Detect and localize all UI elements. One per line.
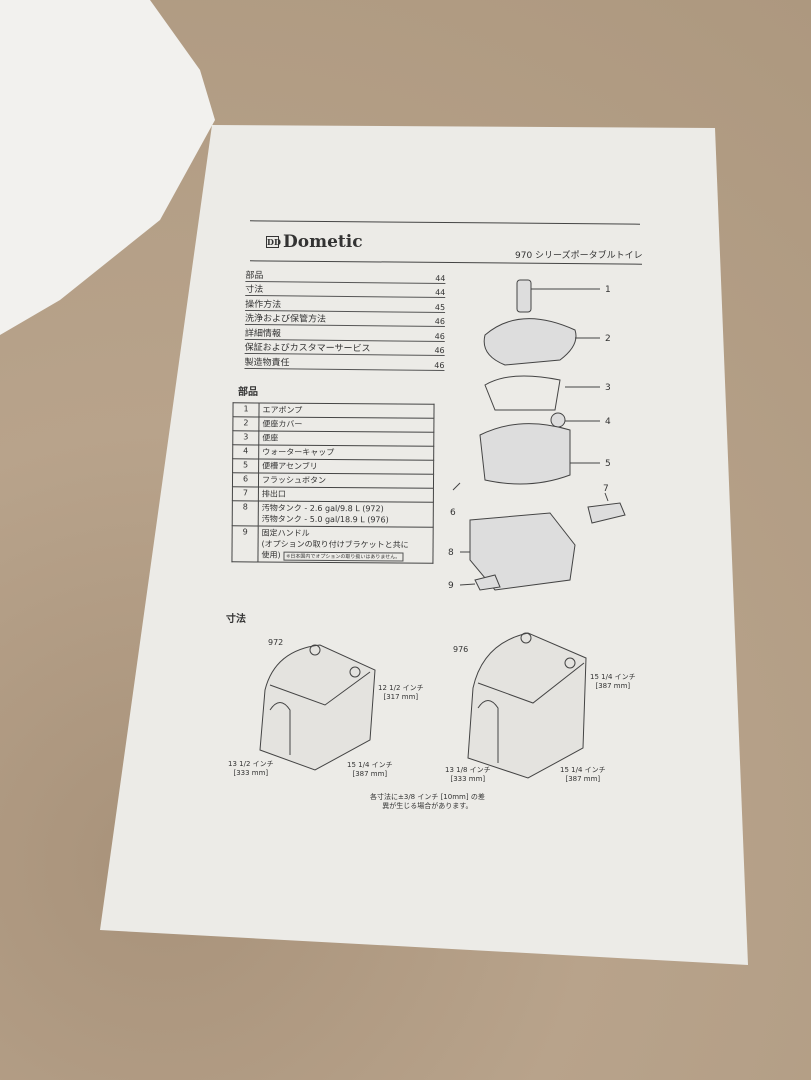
- water-cap-part: [550, 412, 566, 428]
- model-972-illustration: [259, 644, 376, 771]
- part-name: ウォーターキャップ: [262, 447, 335, 458]
- part-name-cell: フラッシュボタン: [258, 472, 434, 489]
- callout-label: 8: [448, 548, 454, 558]
- toc-label: 部品: [245, 270, 264, 281]
- logo-mark-icon: DD: [266, 236, 281, 248]
- waste-tank-part: [469, 512, 576, 591]
- part-number: 1: [232, 402, 260, 417]
- outlet-part: [587, 502, 626, 524]
- toc-label: 寸法: [245, 284, 264, 296]
- part-name: 排出口: [261, 489, 286, 499]
- bowl-assembly-part: [479, 423, 571, 485]
- exploded-parts-diagram: 1 2 3 4 5 6 7 8 9: [448, 279, 626, 591]
- part-name-cell: 便座: [258, 430, 434, 447]
- seat-cover-part: [483, 318, 577, 366]
- part-name-cell: 便槽アセンブリ: [258, 458, 434, 475]
- handle-part: [474, 574, 501, 591]
- toc-label: 操作方法: [245, 299, 282, 310]
- model-972-width: 15 1/4 インチ[387 mm]: [347, 761, 393, 778]
- seat-part: [484, 375, 561, 411]
- callout-label: 3: [605, 383, 611, 393]
- model-976-height: 15 1/4 インチ[387 mm]: [590, 673, 636, 690]
- callout-label: 2: [605, 334, 611, 344]
- dimensions-heading: 寸法: [226, 610, 246, 625]
- callout-label: 6: [450, 508, 456, 518]
- model-972-depth: 13 1/2 インチ[333 mm]: [228, 760, 274, 777]
- air-pump-part: [516, 279, 532, 313]
- part-name-line2: 汚物タンク - 5.0 gal/18.9 L (976): [261, 514, 389, 525]
- callout-label: 1: [605, 285, 611, 295]
- dimensions-heading-text: 寸法: [226, 614, 246, 625]
- part-name: フラッシュボタン: [261, 475, 327, 485]
- toc-label: 詳細情報: [244, 328, 281, 339]
- toc-label: 製造物責任: [244, 357, 290, 368]
- part-name: 便座カバー: [262, 419, 303, 429]
- part-name-cell: 便座カバー: [258, 416, 434, 433]
- parts-heading-text: 部品: [238, 387, 258, 398]
- part-name-cell: エアポンプ: [258, 402, 435, 419]
- part-number: 4: [232, 444, 259, 459]
- callout-label: 7: [603, 484, 609, 494]
- tolerance-note: 各寸法に±3/8 インチ [10mm] の差異が生じる場合があります。: [370, 793, 485, 810]
- parts-heading: 部品: [238, 383, 258, 398]
- callout-label: 5: [605, 459, 611, 469]
- part-name-cell: 固定ハンドル(オプションの取り付けブラケットと共に使用) ※日本国内でオプション…: [257, 525, 434, 564]
- toc-label: 洗浄および保管方法: [244, 313, 327, 325]
- callout-label: 9: [448, 581, 454, 591]
- part-number: 2: [232, 416, 259, 431]
- toc-label: 保証およびカスタマーサービス: [244, 342, 371, 355]
- page-subtitle: 970 シリーズポータブルトイレ: [515, 251, 643, 261]
- part-name: エアポンプ: [262, 405, 303, 415]
- part-number: 9: [231, 525, 259, 562]
- part-number: 5: [232, 458, 259, 473]
- model-976-label: 976: [453, 645, 469, 654]
- model-976-depth: 13 1/8 インチ[333 mm]: [445, 766, 491, 783]
- part-note: ※日本国内でオプションの取り扱いはありません。: [283, 551, 404, 562]
- part-number: 8: [232, 500, 259, 526]
- part-number: 7: [232, 486, 259, 501]
- model-976-width: 15 1/4 インチ[387 mm]: [560, 766, 606, 783]
- model-976-illustration: [467, 632, 587, 779]
- part-number: 3: [232, 430, 259, 445]
- part-number: 6: [232, 472, 259, 487]
- part-name-cell: ウォーターキャップ: [258, 444, 434, 461]
- brand-name: Dometic: [283, 232, 363, 252]
- part-name-line3-text: 使用): [261, 550, 281, 560]
- part-name: 便座: [262, 433, 279, 443]
- part-name-cell: 排出口: [258, 486, 434, 503]
- part-name-line3: 使用) ※日本国内でオプションの取り扱いはありません。: [261, 550, 429, 562]
- part-name: 便槽アセンブリ: [262, 461, 318, 471]
- model-972-label: 972: [268, 638, 284, 647]
- model-972-height: 12 1/2 インチ[317 mm]: [378, 684, 424, 701]
- callout-label: 4: [605, 417, 611, 427]
- part-name-cell: 汚物タンク - 2.6 gal/9.8 L (972)汚物タンク - 5.0 g…: [258, 500, 434, 528]
